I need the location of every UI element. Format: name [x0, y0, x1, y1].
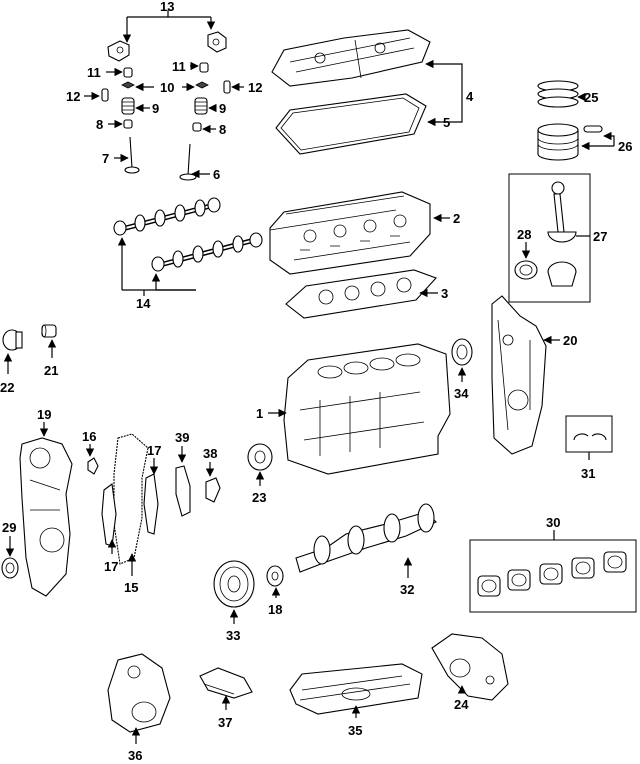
callout-25: 25 [584, 90, 598, 105]
timing-case-part [19, 437, 73, 597]
callout-11b: 11 [172, 59, 186, 74]
callout-12a: 12 [66, 89, 80, 104]
valve-part [124, 136, 197, 181]
connecting-rod-part [547, 181, 577, 287]
callout-3: 3 [441, 286, 448, 301]
callout-17a: 17 [147, 443, 161, 458]
callout-37: 37 [218, 715, 232, 730]
valve-keeper-part [121, 81, 209, 89]
callout-34: 34 [454, 386, 469, 401]
rod-bearing-part [514, 260, 538, 280]
callout-22: 22 [0, 380, 14, 395]
timing-cover-part [491, 295, 547, 455]
callout-8a: 8 [96, 117, 103, 132]
valve-spring-part [121, 97, 208, 115]
callout-15: 15 [124, 580, 138, 595]
bracket-part [199, 667, 253, 699]
callout-9b: 9 [219, 101, 226, 116]
callout-20: 20 [563, 333, 577, 348]
callout-16: 16 [82, 429, 96, 444]
callout-4: 4 [466, 89, 474, 104]
crank-pulley-part [213, 560, 255, 608]
valve-seal-part [123, 119, 202, 132]
callout-32: 32 [400, 582, 414, 597]
callout-21: 21 [44, 363, 58, 378]
pivot-part [101, 80, 231, 102]
callout-12b: 12 [248, 80, 262, 95]
callout-27: 27 [593, 229, 607, 244]
crank-sprocket-part [266, 565, 284, 587]
head-gasket-part [285, 269, 437, 319]
callout-23: 23 [252, 490, 266, 505]
bearing-halves-part [573, 433, 607, 441]
crankshaft-part [295, 503, 437, 573]
oil-pan-part [289, 663, 423, 715]
callout-38: 38 [203, 446, 217, 461]
leader-lines [3, 10, 615, 744]
piston-part [537, 123, 603, 161]
callout-33: 33 [226, 628, 240, 643]
chain-tensioner-part [205, 477, 221, 503]
callout-7: 7 [102, 151, 109, 166]
main-bearings-box [469, 539, 637, 613]
cylinder-head-part [269, 191, 431, 275]
callout-9a: 9 [152, 101, 159, 116]
callout-6: 6 [213, 167, 220, 182]
timing-chain-part [113, 433, 149, 565]
callout-18: 18 [268, 602, 282, 617]
plug-part [41, 324, 57, 338]
callout-36: 36 [128, 748, 142, 763]
callout-28: 28 [517, 227, 531, 242]
callout-31: 31 [581, 466, 595, 481]
callout-14: 14 [136, 296, 151, 311]
callout-5: 5 [443, 115, 450, 130]
callout-2: 2 [453, 211, 460, 226]
bearing-halves-box [565, 415, 613, 453]
callout-8b: 8 [219, 122, 226, 137]
chain-guide-part [101, 473, 159, 547]
callout-24: 24 [454, 697, 469, 712]
callout-35: 35 [348, 723, 362, 738]
lash-adjuster-part [123, 62, 209, 78]
oil-pump-part [431, 633, 509, 701]
engine-block-part [283, 343, 451, 475]
tensioner-bolt-part [87, 457, 99, 475]
crank-seal-part [451, 338, 473, 366]
cam-sprocket-part [247, 443, 273, 471]
callout-29: 29 [2, 520, 16, 535]
mount-bracket-part [107, 653, 171, 733]
callout-11a: 11 [87, 65, 101, 80]
camshaft-part [113, 197, 263, 272]
callout-39: 39 [175, 430, 189, 445]
callout-10: 10 [160, 80, 174, 95]
valve-cover-part [271, 29, 431, 87]
callout-30: 30 [546, 515, 560, 530]
sensor-part [2, 329, 23, 351]
callout-17b: 17 [104, 559, 118, 574]
valve-cover-gasket-part [275, 93, 427, 155]
callout-1: 1 [256, 406, 263, 421]
connecting-rod-box [508, 173, 591, 303]
main-bearings-part [477, 551, 627, 597]
upper-guide-part [175, 465, 191, 517]
front-seal-part [1, 557, 19, 579]
callout-13: 13 [160, 0, 174, 14]
callout-19: 19 [37, 407, 51, 422]
callout-26: 26 [618, 139, 632, 154]
rocker-arm-part [107, 31, 227, 62]
piston-rings-part [537, 80, 579, 108]
